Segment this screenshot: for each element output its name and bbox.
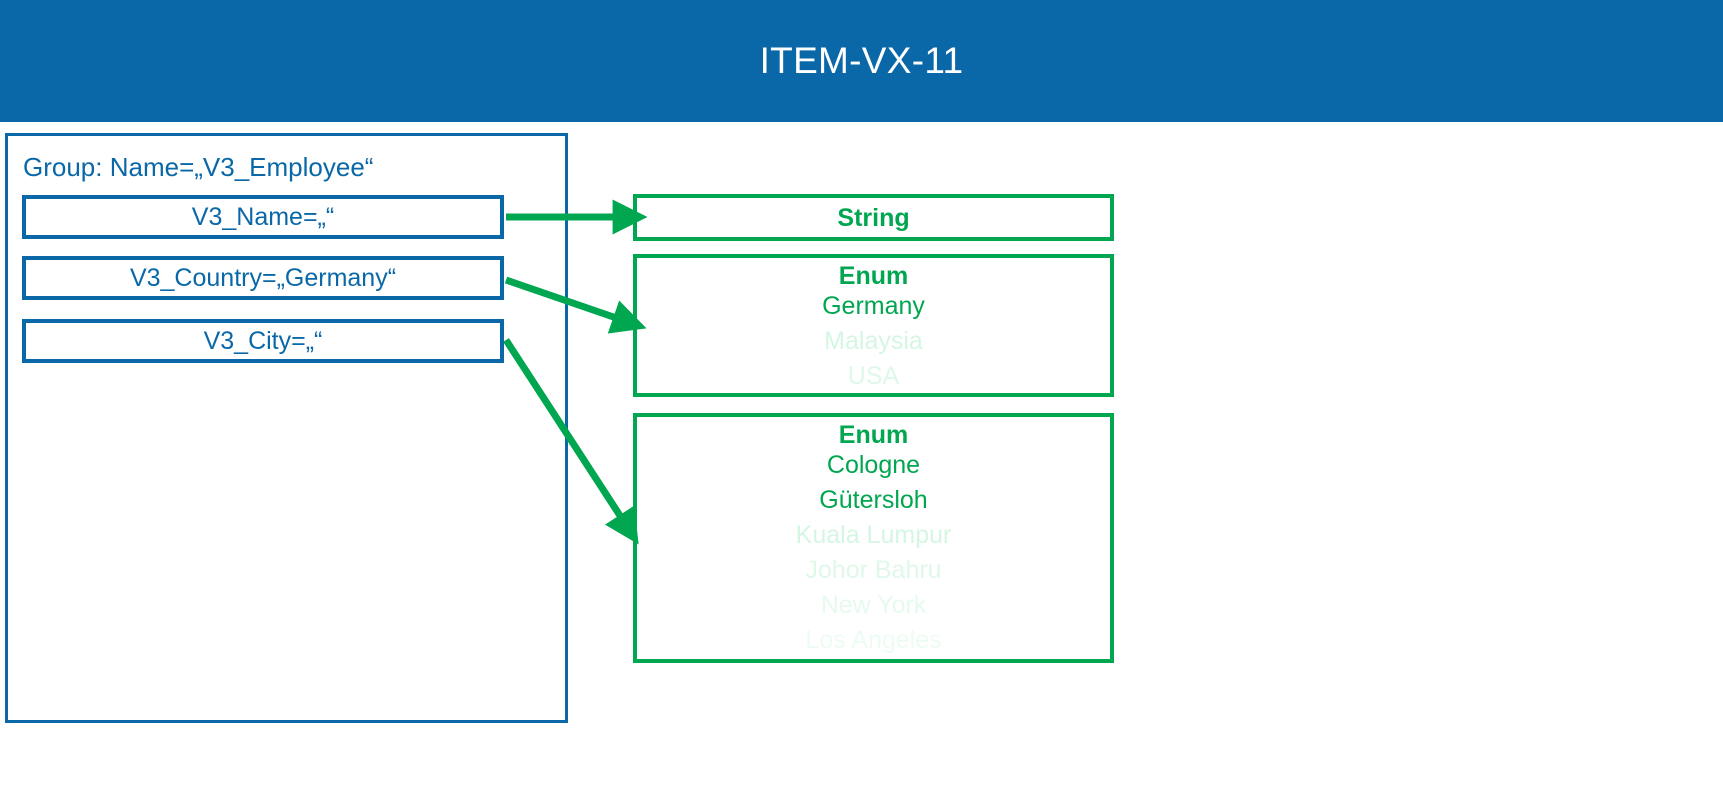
page-title: ITEM-VX-11 [759,40,964,81]
enum-item[interactable]: USA [847,362,900,390]
field-box-v3-country[interactable]: V3_Country=„Germany“ [22,256,504,300]
enum-item[interactable]: New York [820,591,927,619]
enum-item[interactable]: Gütersloh [819,486,928,514]
group-label: Group: Name=„V3_Employee“ [23,152,374,182]
field-box-v3-city[interactable]: V3_City=„“ [22,319,504,363]
type-box-string[interactable]: String [633,194,1114,241]
enum-item[interactable]: Germany [822,292,925,320]
type-box-title: Enum [838,262,909,290]
type-box-title: String [837,204,910,232]
enum-item[interactable]: Malaysia [824,327,923,355]
field-box-v3-name[interactable]: V3_Name=„“ [22,195,504,239]
enum-item[interactable]: Johor Bahru [805,556,942,584]
header-bar [0,0,1723,122]
enum-item[interactable]: Cologne [826,451,921,479]
type-box-title: Enum [838,421,909,449]
enum-item[interactable]: Los Angeles [805,626,942,654]
enum-item[interactable]: Kuala Lumpur [795,521,952,549]
